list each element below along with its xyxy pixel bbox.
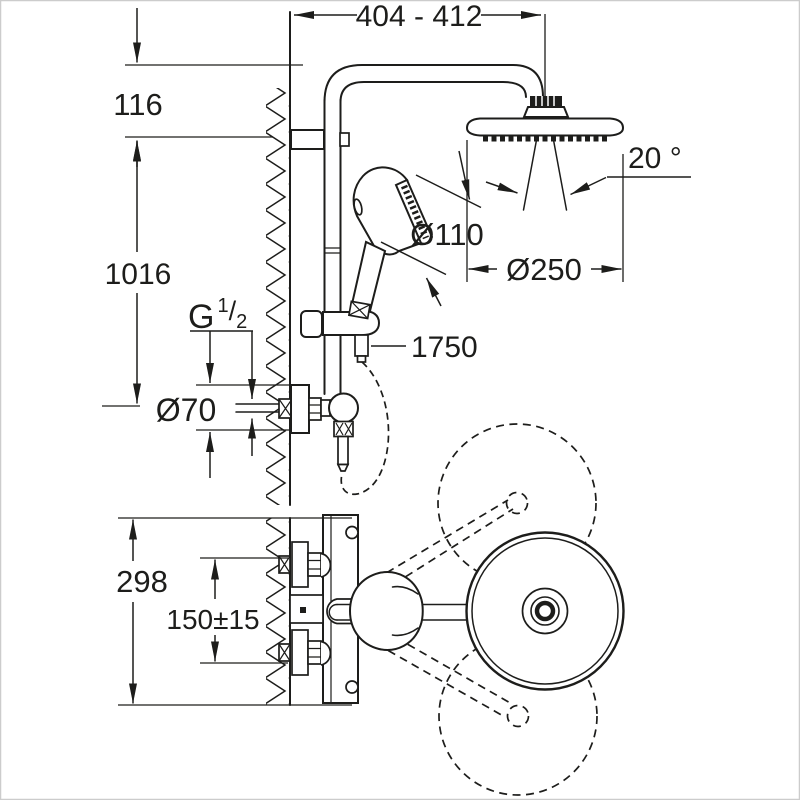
thread-g: G [188,298,214,336]
thread-numerator: 1 [217,295,228,317]
hose-outlet [337,435,349,466]
hose-length-label: 1750 [411,331,478,364]
dimension-spray-angle: 20 ° [485,142,691,196]
spray-angle-label: 20 ° [628,142,682,175]
hose-connector [354,334,369,357]
hand-shower-nozzles [401,184,429,240]
supply-connection [235,398,293,419]
top-view: 298 150±15 [116,423,625,796]
shower-hose [340,361,390,496]
thread-slash: / [229,296,237,326]
dimension-inlet-spacing: 150±15 [166,557,288,664]
head-diameter-label: Ø250 [506,252,582,287]
head-hub [521,587,569,635]
inlet-spacing-label: 150±15 [166,604,259,635]
dimension-escutcheon-diameter: Ø70 [156,384,290,431]
top-offset-label: 116 [113,87,162,122]
spray-cone [522,139,568,211]
wall-bracket [290,129,350,150]
wall-section-front [266,11,291,506]
supply-inlet-top [278,541,332,588]
escutcheon-diameter-label: Ø70 [156,392,216,428]
wall-hatching-front [266,88,289,505]
ball-joint [328,392,359,424]
dimension-depth: 298 [116,517,352,706]
head-shower-front [465,96,625,211]
depth-label: 298 [116,564,168,599]
valve-connection-front [290,384,359,472]
valve-center-block [289,594,324,624]
hand-shower-front [350,166,433,313]
hand-shower-top [348,571,424,651]
thread-denominator: 2 [236,311,247,333]
escutcheon-front [290,384,310,434]
dimension-hose-length: 1750 [371,331,478,364]
dimension-head-diameter: Ø250 [466,140,624,287]
screw-hole-bottom [345,680,359,694]
swivel-joint [530,96,562,107]
head-plate [465,117,625,137]
center-marker [300,607,306,613]
head-cap [522,106,570,118]
screw-hole-top [345,525,359,540]
dimension-hand-shower-diameter: Ø110 [380,150,484,307]
dimension-width-range: 404 - 412 [294,0,546,103]
wall-section-top [266,517,291,706]
hand-shower-button [353,198,363,216]
width-range-label: 404 - 412 [356,0,483,33]
supply-inlet-bottom [278,629,332,676]
hand-shower-handle [350,240,387,313]
hex-nut [308,397,322,421]
front-view: 404 - 412 116 1016 G1/2 Ø70 [102,0,691,506]
slider-knob [300,310,323,338]
inlet-escutcheon-top [291,541,309,588]
hand-shower-diameter-label: Ø110 [410,217,484,252]
shower-pipe [323,64,544,103]
head-shower-top [465,531,625,691]
inlet-escutcheon-bottom [291,629,309,676]
dimension-column-height: 1016 [102,141,172,407]
shower-rail [323,99,342,395]
wall-hatching-top [266,518,289,705]
slider-holder [300,300,381,363]
column-height-label: 1016 [105,258,172,291]
